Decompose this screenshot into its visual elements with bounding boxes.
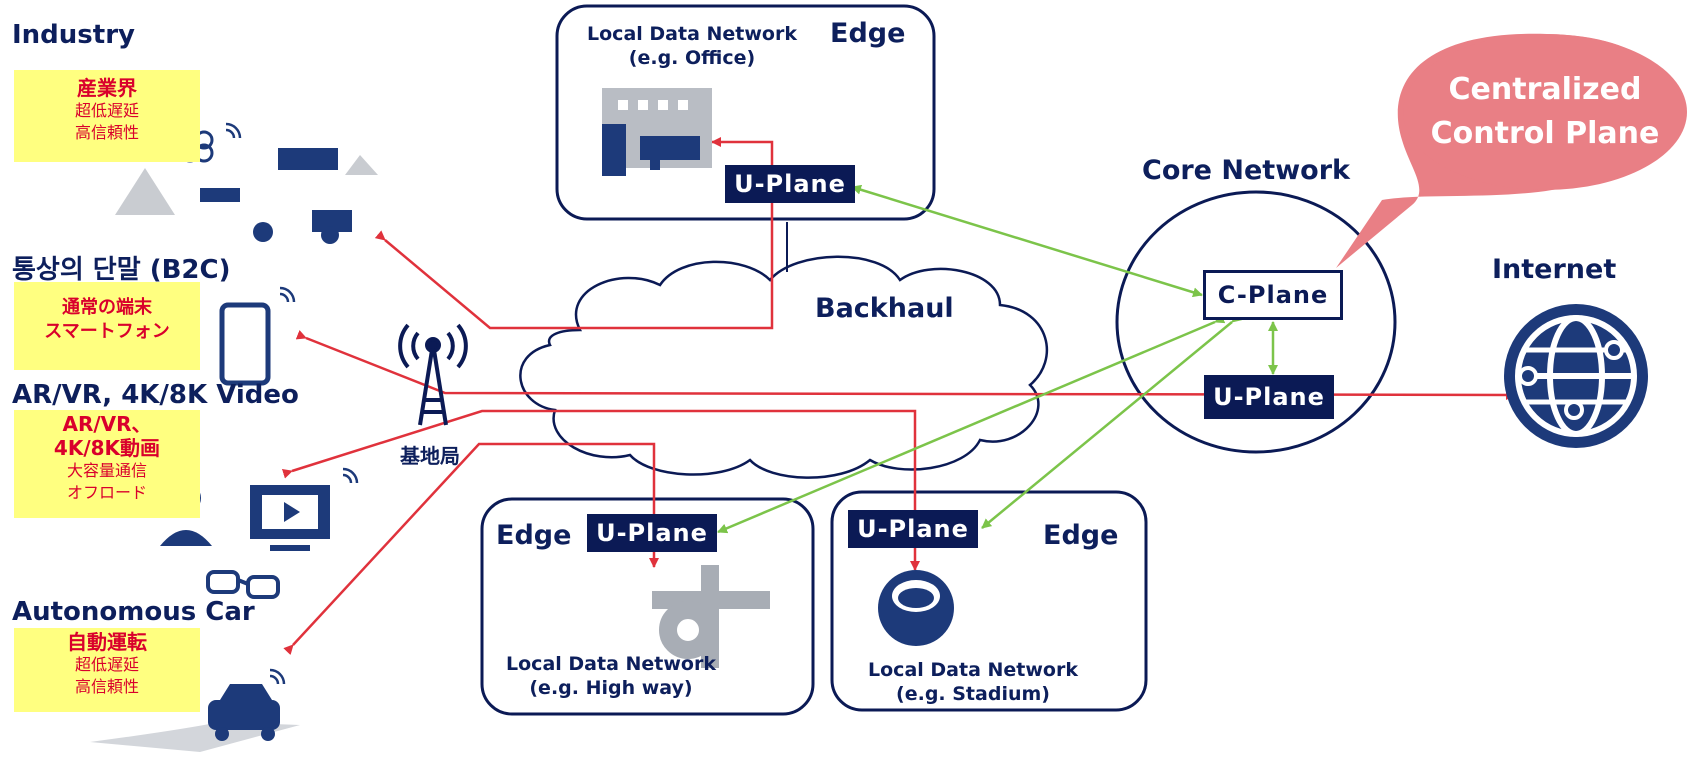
wifi-icons (225, 122, 359, 685)
b2c-jp-line2: スマートフォン (44, 321, 170, 342)
green-office-cplane (851, 184, 1203, 298)
b2c-heading: 통상의 단말 (B2C) (12, 255, 231, 285)
b2c-jp-line1: 通常の端末 (62, 297, 152, 318)
stadium-ldn-label: Local Data Network (e.g. Stadium) (848, 658, 1098, 706)
office-building-icon (602, 88, 712, 176)
industry-jp-line1: 超低遅延 (74, 101, 139, 120)
industry-jp-title: 産業界 (77, 76, 137, 100)
core-uplane: U-Plane (1204, 375, 1334, 419)
edge-highway-label: Edge (496, 520, 572, 551)
stadium-uplane: U-Plane (848, 510, 978, 548)
video-player-icon (250, 485, 330, 551)
backhaul-label: Backhaul (815, 293, 954, 324)
edge-stadium-label: Edge (1043, 520, 1119, 551)
stadium-icon (878, 570, 954, 646)
b2c-jp-box: 通常の端末 スマートフォン (14, 282, 200, 370)
base-station-label: 基地局 (400, 444, 460, 468)
office-ldn-line1: Local Data Network (587, 23, 797, 45)
industry-jp-box: 産業界 超低遅延 高信頼性 (14, 70, 200, 162)
highway-uplane: U-Plane (587, 514, 717, 552)
industry-jp-line2: 高信頼性 (74, 123, 139, 142)
bubble-line1: Centralized (1448, 72, 1642, 107)
core-cplane: C-Plane (1203, 270, 1343, 320)
stadium-ldn-line1: Local Data Network (868, 659, 1078, 681)
office-ldn-label: Local Data Network (e.g. Office) (572, 22, 812, 70)
base-station-tower-icon (398, 323, 468, 426)
highway-ldn-label: Local Data Network (e.g. High way) (486, 652, 736, 700)
industry-machines-icon (115, 130, 378, 244)
industry-heading: Industry (12, 20, 135, 50)
bubble-body (1403, 34, 1687, 190)
arvr-heading: AR/VR, 4K/8K Video (12, 380, 299, 410)
office-uplane: U-Plane (725, 165, 855, 203)
office-ldn-line2: (e.g. Office) (628, 47, 756, 69)
globe-icon (1504, 304, 1648, 448)
car-jp-title: 自動運転 (67, 630, 147, 654)
car-icon (90, 684, 300, 752)
bubble-line2: Control Plane (1430, 116, 1660, 151)
arvr-jp-box: AR/VR、 4K/8K動画 大容量通信 オフロード (14, 410, 200, 518)
highway-ldn-line2: (e.g. High way) (529, 677, 693, 699)
car-jp-line1: 超低遅延 (74, 655, 139, 674)
arvr-jp-line1: 大容量通信 (66, 461, 147, 480)
flow-car-highway (283, 442, 659, 656)
green-flows (717, 184, 1278, 534)
bubble-label: Centralized Control Plane (1420, 68, 1670, 156)
green-cplane-stadium (981, 312, 1243, 529)
smartphone-icon (219, 302, 271, 386)
core-network-title: Core Network (1142, 155, 1350, 186)
arvr-jp-line2: オフロード (66, 483, 147, 502)
car-jp-box: 自動運転 超低遅延 高信頼性 (14, 628, 200, 712)
arvr-jp-title: AR/VR、 (62, 412, 152, 436)
highway-interchange-icon (652, 565, 770, 668)
internet-label: Internet (1492, 254, 1617, 285)
stadium-ldn-line2: (e.g. Stadium) (896, 683, 1050, 705)
edge-office-label: Edge (830, 18, 906, 49)
highway-ldn-line1: Local Data Network (506, 653, 716, 675)
ar-glasses-icon (206, 570, 280, 599)
arvr-jp-title2: 4K/8K動画 (53, 436, 161, 460)
autonomous-car-heading: Autonomous Car (12, 597, 255, 627)
car-jp-line2: 高信頼性 (74, 677, 139, 696)
